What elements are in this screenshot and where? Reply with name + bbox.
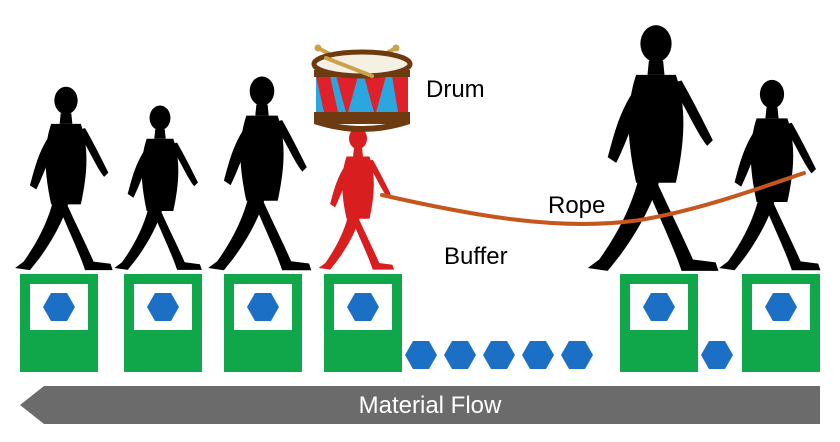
buffer-label: Buffer: [444, 243, 508, 270]
workstation: [620, 274, 698, 372]
walker-2: [114, 105, 202, 270]
walker-3: [208, 76, 312, 271]
workstation: [224, 274, 302, 372]
buffer-part-icon: [561, 341, 593, 369]
buffer-part-icon: [444, 341, 476, 369]
rope: [380, 171, 806, 226]
material-flow-label: Material Flow: [359, 392, 502, 419]
walker-1: [15, 86, 113, 271]
walker-6: [719, 79, 821, 271]
buffer-part-icon: [522, 341, 554, 369]
buffer-part-icon: [405, 341, 437, 369]
workstation: [742, 274, 820, 372]
buffer-part-icon: [701, 341, 733, 369]
drum-label: Drum: [426, 76, 485, 103]
material-flow-arrow: Material Flow: [20, 386, 820, 424]
drum-walker: [318, 127, 395, 270]
walker-5: [587, 25, 719, 271]
workstation: [124, 274, 202, 372]
drum-icon: [311, 44, 413, 132]
workstation-drum: [324, 274, 402, 372]
workstation: [20, 274, 98, 372]
buffer-part-icon: [483, 341, 515, 369]
rope-label: Rope: [548, 192, 605, 219]
